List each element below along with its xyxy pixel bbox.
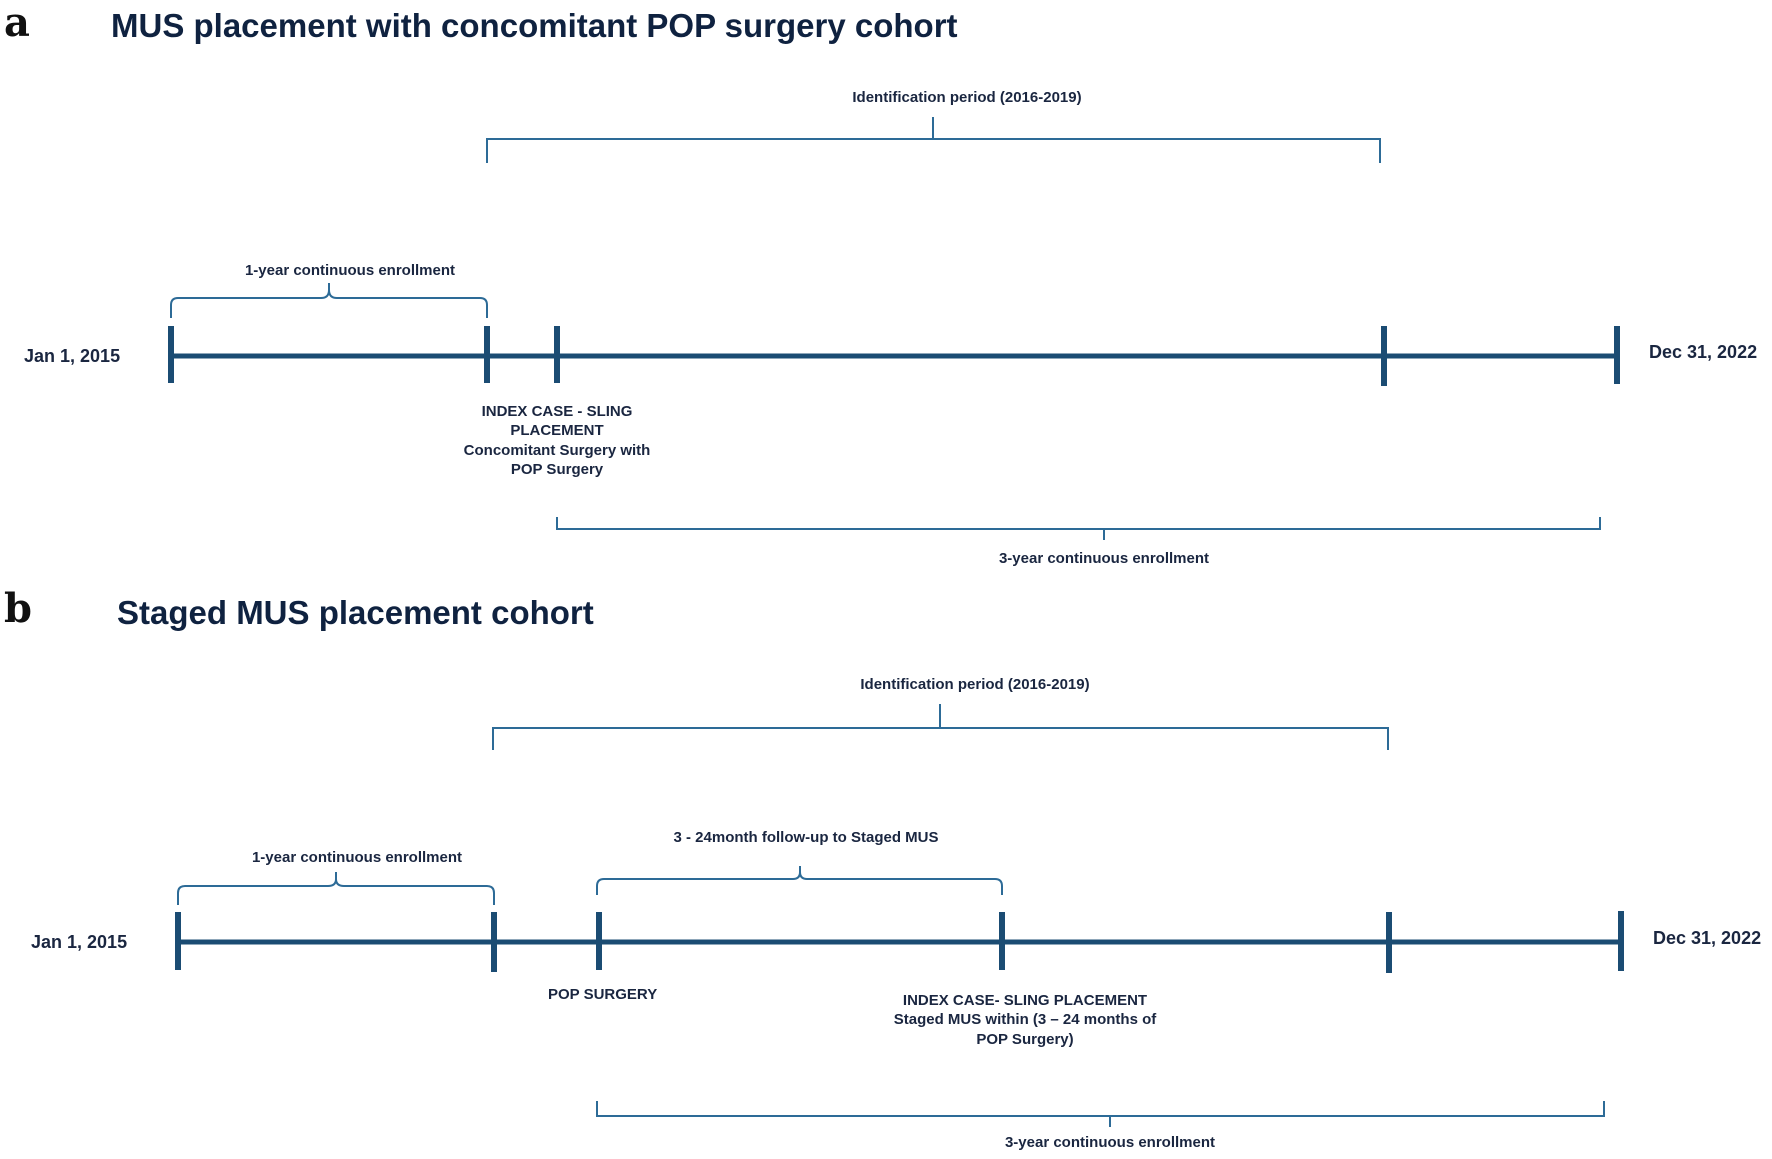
panel-b-index-line-3: POP Surgery)	[976, 1031, 1073, 1048]
panel-b-index-line-2: Staged MUS within (3 – 24 months of	[894, 1011, 1158, 1028]
panel-a-end-label: Dec 31, 2022	[1649, 342, 1757, 362]
panel-a-post-enrollment-bracket	[556, 517, 1601, 540]
panel-a-start-label: Jan 1, 2015	[24, 346, 120, 366]
panel-a-letter: a	[4, 0, 30, 46]
panel-a-identification-label: Identification period (2016-2019)	[852, 89, 1081, 106]
panel-a-index-line-3: Concomitant Surgery with	[464, 442, 651, 459]
panel-b-post-enrollment-bracket	[596, 1101, 1605, 1127]
panel-a: a MUS placement with concomitant POP sur…	[4, 0, 1757, 567]
panel-b-pre-enrollment-brace	[177, 872, 495, 905]
panel-a-post-enrollment-label: 3-year continuous enrollment	[999, 550, 1209, 567]
panel-a-index-line-1: INDEX CASE - SLING	[482, 403, 633, 420]
panel-b-start-label: Jan 1, 2015	[31, 932, 127, 952]
panel-b-identification-label: Identification period (2016-2019)	[860, 676, 1089, 693]
panel-b-followup-brace	[596, 866, 1003, 895]
panel-a-identification-bracket	[486, 117, 1381, 163]
panel-b-followup-label: 3 - 24month follow-up to Staged MUS	[674, 829, 939, 846]
panel-b-post-enrollment-label: 3-year continuous enrollment	[1005, 1134, 1215, 1151]
panel-a-index-line-4: POP Surgery	[511, 461, 604, 478]
panel-a-index-line-2: PLACEMENT	[510, 422, 603, 439]
panel-b-identification-bracket	[492, 704, 1389, 750]
panel-a-pre-enrollment-label: 1-year continuous enrollment	[245, 262, 455, 279]
panel-b-pop-surgery-label: POP SURGERY	[548, 986, 657, 1003]
panel-b: b Staged MUS placement cohort Identifica…	[4, 585, 1761, 1151]
panel-b-pre-enrollment-label: 1-year continuous enrollment	[252, 849, 462, 866]
panel-b-end-label: Dec 31, 2022	[1653, 928, 1761, 948]
panel-b-letter: b	[4, 585, 32, 632]
panel-b-title: Staged MUS placement cohort	[117, 594, 594, 631]
panel-a-title: MUS placement with concomitant POP surge…	[111, 7, 958, 44]
panel-b-index-line-1: INDEX CASE- SLING PLACEMENT	[903, 992, 1147, 1009]
panel-a-pre-enrollment-brace	[170, 283, 488, 318]
